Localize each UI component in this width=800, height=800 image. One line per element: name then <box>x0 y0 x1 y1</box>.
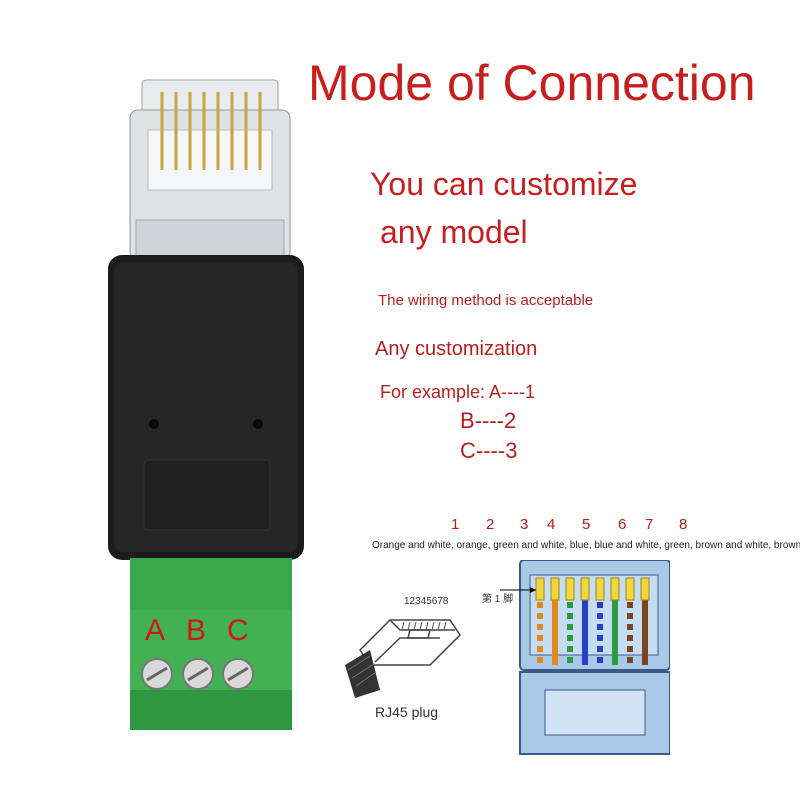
example-line-3: C----3 <box>460 438 518 463</box>
pin-number: 3 <box>520 516 529 533</box>
terminal-label-a: A <box>145 614 166 647</box>
rj45-plug-head <box>129 79 291 261</box>
rj45-plug-drawing <box>345 619 461 698</box>
pin-number: 2 <box>486 516 495 533</box>
pin-number: 1 <box>451 516 460 533</box>
note-wiring: The wiring method is acceptable <box>378 292 594 309</box>
pin-1-label: 第 1 脚 <box>482 594 514 605</box>
example-line-1: For example: A----1 <box>380 382 536 402</box>
pin-number: 6 <box>618 516 627 533</box>
pin-number: 8 <box>679 516 688 533</box>
subtitle-line-2: any model <box>380 214 528 250</box>
black-housing <box>108 255 304 560</box>
pin-number: 4 <box>547 516 556 533</box>
terminal-label-b: B <box>186 614 207 647</box>
wiring-diagram <box>500 560 670 755</box>
wire-color-list: Orange and white, orange, green and whit… <box>372 540 800 551</box>
plug-caption: RJ45 plug <box>375 704 439 720</box>
example-line-2: B----2 <box>460 408 517 433</box>
pin-number: 7 <box>645 516 654 533</box>
terminal-label-c: C <box>227 614 249 647</box>
adapter-photo <box>108 79 304 730</box>
plug-digits: 12345678 <box>404 596 449 607</box>
subtitle-line-1: You can customize <box>370 166 638 202</box>
green-terminal-block <box>130 558 292 730</box>
note-customization: Any customization <box>375 338 538 360</box>
page-title: Mode of Connection <box>308 55 756 111</box>
pin-number: 5 <box>582 516 591 533</box>
